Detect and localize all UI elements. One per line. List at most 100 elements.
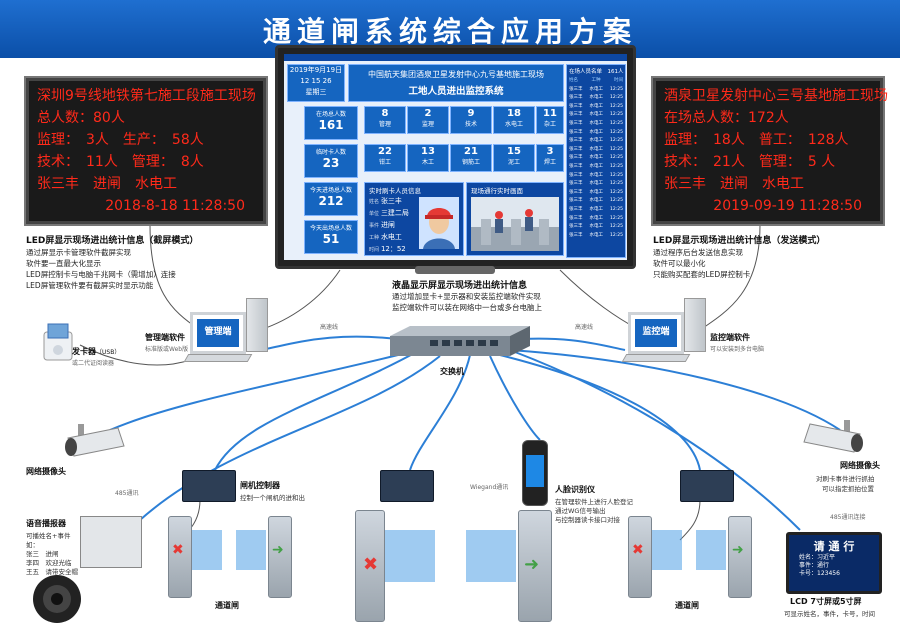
gate-post	[518, 510, 552, 622]
pc-left-tower	[246, 298, 268, 352]
list-cell: 12:25	[610, 86, 623, 92]
worker-type: 钳工	[378, 159, 391, 166]
worker-type: 监理	[421, 121, 434, 128]
list-cell: 张三丰	[569, 120, 583, 126]
cable-led-right-to-pc	[699, 224, 761, 331]
caption-left-line: 软件要一直最大化显示	[26, 259, 101, 268]
caption-right-line: 只能购买配套的LED屏控制卡	[653, 270, 751, 279]
lcd-panel: 请 通 行 姓名：习近平 事件：通行 卡号：123456	[786, 532, 882, 594]
list-header-cell: 工种	[591, 78, 601, 83]
scene-panel: 现场通行实时画面	[466, 182, 564, 256]
worker-type: 技术	[464, 121, 477, 128]
list-cell: 水电工	[589, 129, 604, 135]
card-field: 姓名 张三丰	[369, 196, 409, 208]
list-cell: 水电工	[589, 198, 604, 204]
stat-label: 临时卡人数	[315, 149, 346, 156]
list-cell: 水电工	[589, 155, 604, 161]
led-left-line: 总人数：80人	[37, 110, 125, 126]
monitor-stand	[415, 266, 495, 274]
deny-icon: ✖	[172, 542, 184, 558]
camera-right-icon	[803, 420, 863, 453]
card-field: 事件 进闸	[369, 220, 409, 232]
led-right-line: 酒泉卫星发射中心三号基地施工现场	[664, 88, 888, 104]
gate-flap	[696, 530, 726, 570]
caption-left-line: 通过屏显示卡管理软件截屏实现	[26, 248, 131, 257]
stat-value: 23	[322, 156, 340, 170]
led-left-line: 深圳9号线地铁第七施工段施工现场	[37, 88, 256, 104]
card-reader-suffix: （USB）	[96, 349, 121, 356]
deny-icon: ✖	[363, 554, 379, 575]
stat-onsite-total: 在场总人数 161	[304, 106, 358, 140]
stat-label: 在场总人数	[315, 111, 346, 118]
card-field-key: 姓名	[369, 199, 380, 205]
gate-flap	[385, 530, 435, 582]
pc-left-keyboard	[183, 354, 253, 362]
led-right-line: 技术： 21人 管理： 5 人	[664, 154, 836, 170]
screen-date: 2019年9月19日	[289, 66, 343, 74]
cable-switch-to-pc-left	[259, 335, 406, 351]
switch-label: 交换机	[440, 367, 464, 376]
cable-cardreader-to-pc	[79, 344, 191, 366]
card-field: 时间 12：52	[369, 244, 409, 256]
list-cell: 水电工	[589, 215, 604, 221]
network-switch-icon	[390, 326, 530, 356]
card-field-key: 单位	[369, 211, 380, 217]
pc-right-tower	[684, 298, 706, 352]
gate-flap	[192, 530, 222, 570]
led-right-line: 张三丰 进闸 水电工	[664, 176, 804, 192]
list-cell: 12:25	[610, 172, 623, 178]
screen-header-line2: 工地人员进出监控系统	[408, 86, 504, 97]
gate-controller-left	[182, 470, 236, 502]
card-field-key: 工种	[369, 235, 380, 241]
cable-switch-to-camera-right	[509, 349, 841, 431]
list-cell: 张三丰	[569, 146, 583, 152]
list-cell: 水电工	[589, 206, 604, 212]
worker-type: 水电工	[504, 121, 523, 128]
list-cell: 12:25	[610, 129, 623, 135]
list-cell: 12:25	[610, 120, 623, 126]
list-cell: 12:25	[610, 155, 623, 161]
list-header: 姓名 工种 时间	[569, 77, 623, 86]
caption-left-line: LED屏控制卡与电脑千兆网卡（需增加）连接	[26, 270, 176, 279]
controller-subtitle: 控制一个闸机的进和出	[240, 494, 305, 502]
list-cell: 张三丰	[569, 189, 583, 195]
deny-icon: ✖	[632, 542, 644, 558]
scene-panel-title: 现场通行实时画面	[471, 187, 523, 195]
card-field-value: 水电工	[380, 233, 402, 241]
worker-count: 11	[543, 108, 557, 119]
pc-right-subtitle: 可以安装到多台电脑	[710, 346, 765, 353]
list-cell: 12:25	[610, 189, 623, 195]
led-left-line: 技术： 11人 管理： 8人	[37, 154, 204, 170]
pc-right-keyboard	[621, 354, 691, 362]
list-cell: 水电工	[589, 172, 604, 178]
card-reader-icon	[43, 323, 73, 361]
led-left-line: 2018-8-18 11:28:50	[105, 198, 245, 214]
stat-today-in: 今天进场总人数 212	[304, 182, 358, 216]
list-cell: 张三丰	[569, 172, 583, 178]
gate-flap	[466, 530, 516, 582]
monitor-screen: 2019年9月19日 12 15 26 星期三 中国航天集团酒泉卫星发射中心九号…	[284, 54, 627, 260]
cable-switch-to-face	[489, 355, 541, 441]
card-info-panel: 实时刷卡人员信息 姓名 张三丰 单位 三建二局 事件 进闸 工种 水电工 时间 …	[364, 182, 464, 256]
face-line: 在管理软件上进行人脸登记	[555, 498, 633, 506]
led-right-line: 2019-09-19 11:28:50	[713, 198, 862, 214]
card-reader-title-text: 发卡器	[72, 347, 96, 356]
caption-center-line: 通过增加显卡+显示器和安装监控端软件实现	[392, 292, 541, 301]
gate-post	[168, 516, 192, 598]
list-cell: 水电工	[589, 138, 604, 144]
card-field: 单位 三建二局	[369, 208, 409, 220]
pass-arrow-icon: ➜	[272, 542, 284, 558]
worker-count: 2	[424, 108, 432, 119]
datetime-box: 2019年9月19日 12 15 26 星期三	[287, 64, 345, 102]
